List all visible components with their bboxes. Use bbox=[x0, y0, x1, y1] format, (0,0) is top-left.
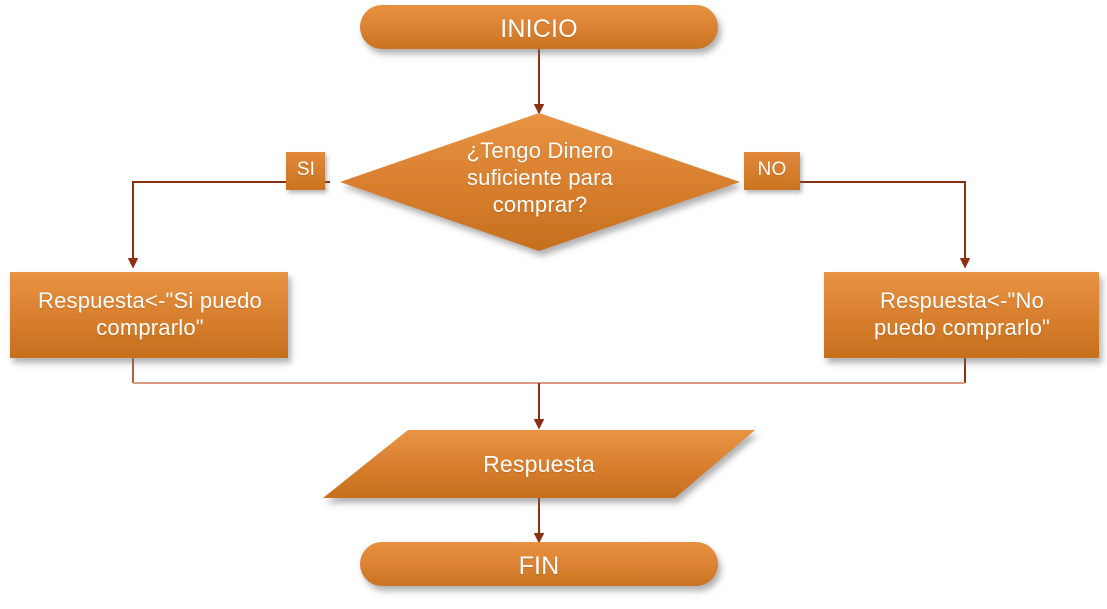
node-fin[interactable] bbox=[360, 542, 718, 586]
node-inicio[interactable] bbox=[360, 5, 718, 49]
connector-decision-to-right-process bbox=[793, 181, 971, 269]
node-decision[interactable] bbox=[340, 113, 740, 251]
node-right-process[interactable] bbox=[824, 272, 1099, 358]
edge-label-box-si bbox=[286, 152, 325, 190]
connector-decision-to-left-process bbox=[127, 181, 330, 269]
edge-label-box-no bbox=[744, 152, 800, 190]
node-output[interactable] bbox=[323, 430, 755, 498]
node-left-process[interactable] bbox=[10, 272, 288, 358]
